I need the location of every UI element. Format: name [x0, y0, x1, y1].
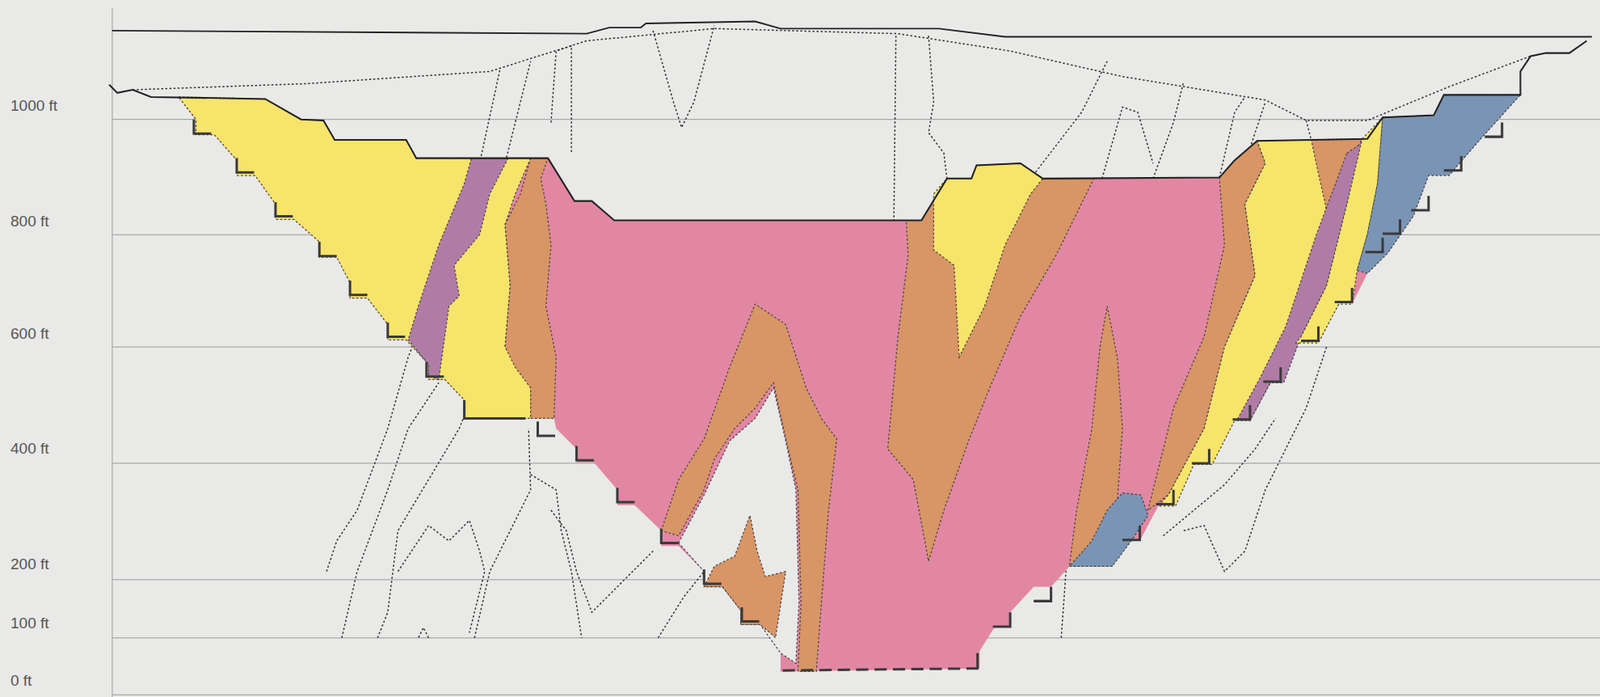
- bench-tick: [1156, 489, 1174, 505]
- bench-tick: [1301, 326, 1318, 342]
- ground-surface: [112, 21, 1592, 38]
- bench-tick: [349, 280, 367, 295]
- rock-units: [178, 94, 1521, 671]
- elevation-label: 600 ft: [10, 324, 50, 343]
- bench-tick: [1232, 404, 1250, 420]
- bench-tick: [1191, 448, 1209, 464]
- bench-tick: [1382, 218, 1400, 234]
- bench-tick: [617, 487, 635, 502]
- bench-tick: [1122, 525, 1140, 540]
- bench-tick: [1033, 586, 1051, 602]
- bench-tick: [661, 528, 678, 544]
- bench-tick: [387, 322, 405, 337]
- bench-tick: [319, 241, 337, 257]
- bench-tick: [426, 362, 444, 377]
- bench-tick: [1263, 366, 1280, 382]
- elevation-label: 800 ft: [10, 212, 50, 231]
- grid-lines: [112, 8, 1600, 697]
- bench-tick: [537, 421, 555, 436]
- bench-tick: [703, 568, 721, 584]
- bench-tick: [741, 606, 759, 622]
- bench-markers: [193, 119, 1503, 671]
- pit-fill: [178, 94, 1521, 671]
- elevation-label: 1000 ft: [10, 96, 58, 115]
- bench-tick: [1410, 195, 1428, 211]
- pit-surface: [109, 40, 1587, 220]
- bench-tick: [576, 446, 594, 461]
- bench-tick: [1365, 237, 1383, 253]
- elevation-label: 400 ft: [10, 439, 50, 458]
- bench-tick: [1484, 122, 1502, 137]
- bench-tick: [275, 202, 293, 217]
- bench-tick: [993, 611, 1011, 627]
- bench-tick: [1444, 155, 1462, 171]
- elevation-label: 100 ft: [10, 614, 50, 632]
- bench-tick: [1334, 287, 1352, 303]
- bench-tick: [236, 158, 254, 173]
- bench-tick: [193, 119, 211, 135]
- elevation-label: 0 ft: [10, 671, 32, 690]
- elevation-label: 200 ft: [10, 555, 50, 573]
